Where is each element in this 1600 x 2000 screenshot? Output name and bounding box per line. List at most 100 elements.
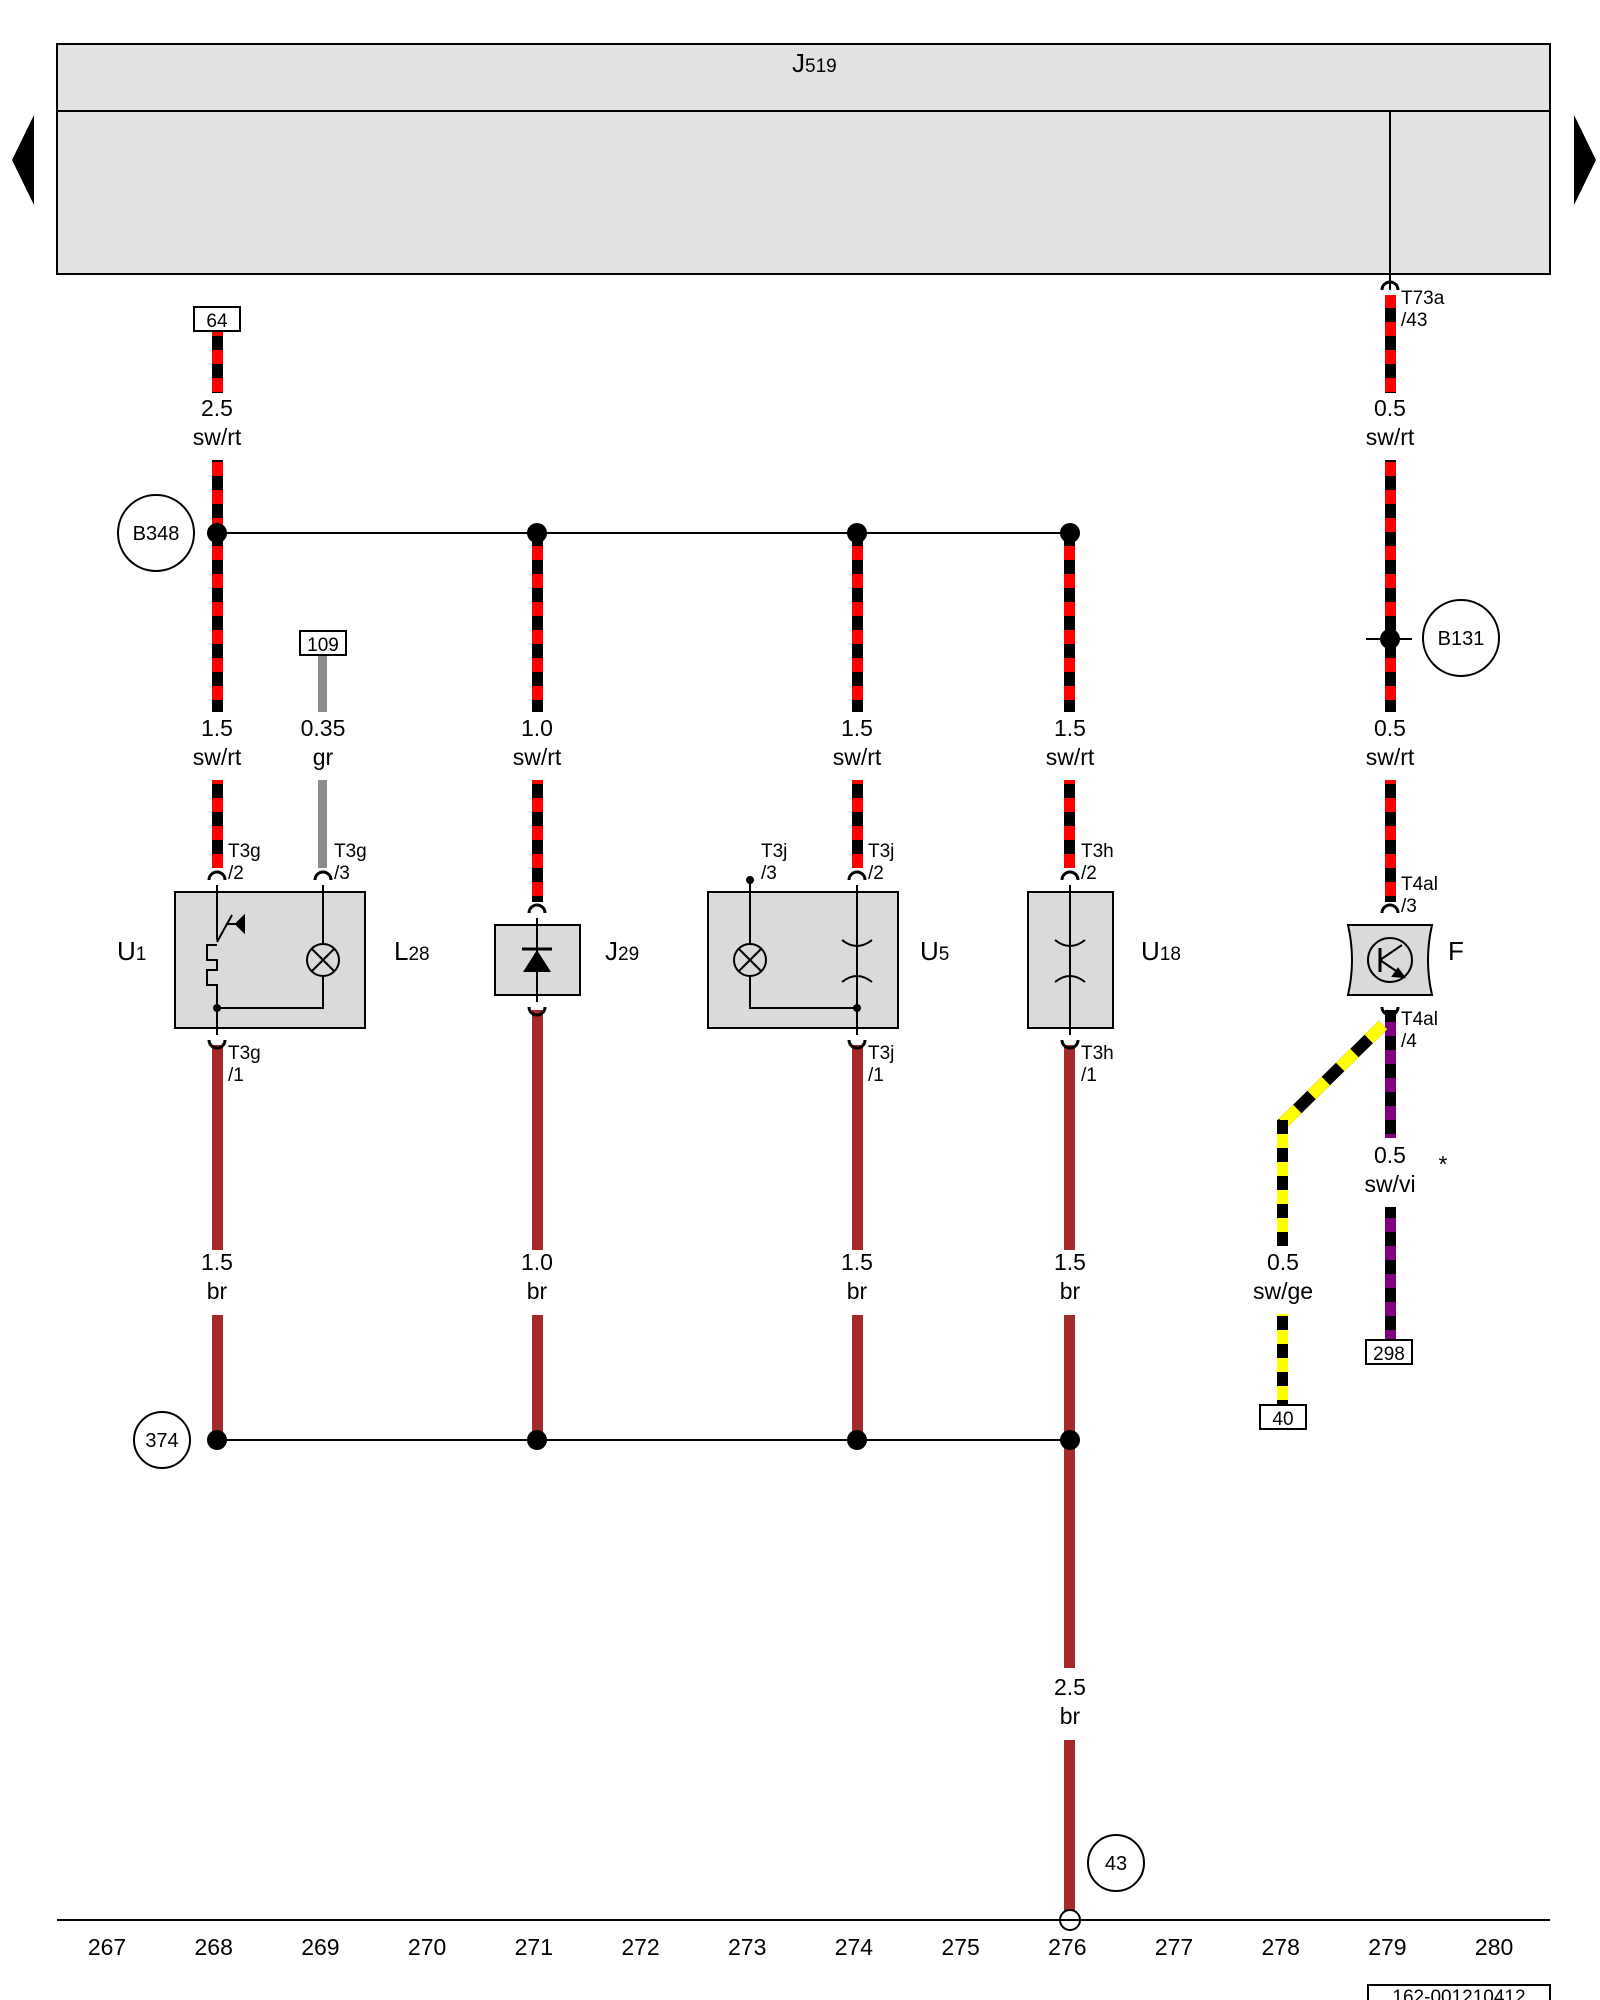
svg-text:T3j: T3j	[868, 841, 894, 862]
column-number: 267	[88, 1934, 126, 1960]
wire-u1-ground	[212, 1045, 223, 1250]
connector-label-t3j-2: T3j /2	[868, 841, 894, 884]
svg-text:2.5: 2.5	[1054, 1674, 1086, 1700]
svg-text:1.5: 1.5	[201, 715, 233, 741]
control-unit-name: J519	[792, 48, 837, 78]
svg-text:/3: /3	[334, 863, 350, 884]
svg-text:T3g: T3g	[228, 841, 261, 862]
svg-text:br: br	[1060, 1703, 1081, 1729]
svg-text:sw/rt: sw/rt	[193, 744, 242, 770]
wire-u5-feed	[852, 535, 863, 712]
svg-text:sw/rt: sw/rt	[1366, 424, 1415, 450]
component-label-u18: U18	[1141, 936, 1181, 966]
column-number: 270	[408, 1934, 446, 1960]
svg-text:/2: /2	[228, 863, 244, 884]
column-number: 278	[1262, 1934, 1300, 1960]
svg-text:2.5: 2.5	[201, 395, 233, 421]
wire-u18-ground	[1064, 1045, 1075, 1250]
column-number: 273	[728, 1934, 766, 1960]
ref-box-109[interactable]: 109	[299, 630, 347, 656]
wire-f-out-vi	[1385, 1010, 1396, 1138]
component-u5[interactable]: U5	[707, 876, 949, 1035]
connector-label-t3g-1: T3g /1	[228, 1043, 261, 1086]
wire-f-feed-top	[1385, 295, 1396, 393]
component-label-f: F	[1448, 936, 1464, 966]
wire-label: 2.5 sw/rt	[193, 395, 242, 450]
svg-text:/1: /1	[868, 1065, 884, 1086]
nav-left-arrow-icon[interactable]	[12, 115, 34, 205]
wire-u18-feed	[1064, 535, 1075, 712]
component-label-l28: L28	[394, 936, 430, 966]
svg-text:B348: B348	[133, 523, 180, 545]
svg-text:1.5: 1.5	[1054, 715, 1086, 741]
connector-label-t4al-3: T4al /3	[1401, 874, 1438, 917]
svg-text:T3j: T3j	[868, 1043, 894, 1064]
lamp-icon	[733, 880, 857, 1009]
wire-j29-feed	[532, 535, 543, 712]
svg-text:br: br	[527, 1278, 548, 1304]
svg-text:/43: /43	[1401, 310, 1427, 331]
wire-u1-feed	[212, 328, 223, 868]
svg-text:T3h: T3h	[1081, 841, 1114, 862]
ref-box-40[interactable]: 40	[1259, 1404, 1307, 1430]
svg-text:sw/ge: sw/ge	[1253, 1278, 1313, 1304]
svg-text:sw/rt: sw/rt	[833, 744, 882, 770]
wire-label: 2.5 br	[1054, 1674, 1086, 1729]
wire-f-out-ge	[1277, 1020, 1388, 1404]
svg-text:298: 298	[1373, 1344, 1405, 1365]
svg-text:sw/rt: sw/rt	[1046, 744, 1095, 770]
component-j29[interactable]: J29	[494, 918, 639, 1002]
column-number: 271	[515, 1934, 553, 1960]
svg-text:162-001210412: 162-001210412	[1392, 1987, 1525, 2000]
junction-b348: B348	[117, 494, 195, 572]
svg-text:gr: gr	[313, 744, 334, 770]
ref-box-64[interactable]: 64	[193, 306, 241, 332]
svg-text:sw/rt: sw/rt	[1366, 744, 1415, 770]
svg-text:64: 64	[206, 311, 228, 332]
svg-text:/3: /3	[761, 863, 777, 884]
column-number: 268	[195, 1934, 233, 1960]
socket-icon	[1054, 885, 1086, 1035]
wire-label: 1.5 sw/rt	[193, 715, 242, 770]
svg-text:1.0: 1.0	[521, 715, 553, 741]
wire-label: 1.5 sw/rt	[833, 715, 882, 770]
svg-text:374: 374	[145, 1430, 178, 1452]
sensor-icon	[1367, 937, 1413, 983]
svg-text:/4: /4	[1401, 1031, 1417, 1052]
svg-text:1.5: 1.5	[1054, 1249, 1086, 1275]
svg-text:T3j: T3j	[761, 841, 787, 862]
svg-text:/3: /3	[1401, 896, 1417, 917]
column-number: 269	[301, 1934, 339, 1960]
junction-b131: B131	[1422, 599, 1500, 677]
column-number: 280	[1475, 1934, 1513, 1960]
svg-text:T4al: T4al	[1401, 1009, 1438, 1030]
column-number: 276	[1048, 1934, 1086, 1960]
svg-text:br: br	[847, 1278, 868, 1304]
wire-label: 0.5 sw/rt	[1366, 715, 1415, 770]
svg-text:1.5: 1.5	[201, 1249, 233, 1275]
svg-text:/1: /1	[228, 1065, 244, 1086]
lamp-icon	[217, 885, 340, 1009]
wire-j29-ground	[532, 1010, 543, 1250]
wire-u5-ground	[852, 1045, 863, 1250]
column-number: 277	[1155, 1934, 1193, 1960]
component-label-u5: U5	[920, 936, 949, 966]
svg-text:br: br	[1060, 1278, 1081, 1304]
svg-text:T3h: T3h	[1081, 1043, 1114, 1064]
wire-label: 0.5 sw/rt	[1366, 395, 1415, 450]
svg-text:T3g: T3g	[334, 841, 367, 862]
svg-text:/2: /2	[1081, 863, 1097, 884]
ref-box-298[interactable]: 298	[1365, 1339, 1413, 1365]
component-f[interactable]: F	[1346, 924, 1464, 996]
component-u18[interactable]: U18	[1027, 885, 1181, 1035]
svg-text:sw/vi: sw/vi	[1364, 1171, 1415, 1197]
svg-text:br: br	[207, 1278, 228, 1304]
svg-text:109: 109	[307, 635, 339, 656]
document-id: 162-001210412	[1367, 1984, 1551, 2000]
nav-right-arrow-icon[interactable]	[1574, 115, 1596, 205]
svg-text:/1: /1	[1081, 1065, 1097, 1086]
svg-text:1.5: 1.5	[841, 1249, 873, 1275]
svg-text:sw/rt: sw/rt	[513, 744, 562, 770]
component-u1-l28[interactable]: U1 L28	[117, 885, 430, 1035]
control-unit-j519: J519	[56, 43, 1551, 290]
